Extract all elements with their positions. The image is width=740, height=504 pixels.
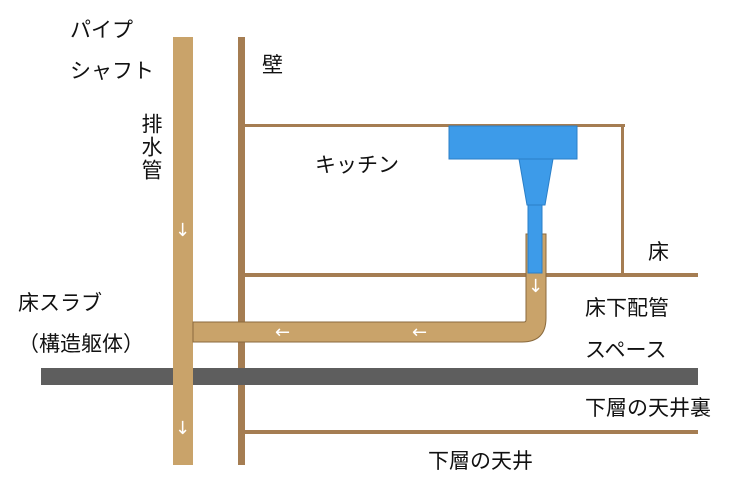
floor-line [245,273,698,277]
lower-ceiling-space-label: 下層の天井裏 [585,396,711,420]
kitchen-label: キッチン [315,153,399,177]
flow-arrow-down: ↓ [175,418,191,439]
floor-label: 床 [648,240,669,264]
wall-line [238,37,245,465]
pipe-shaft-label-line2: シャフト [70,59,154,83]
flow-arrow-down: ↓ [175,220,191,241]
flow-arrow-down: ↓ [528,276,544,297]
flow-arrow-left: ← [412,322,428,343]
kitchen-ceiling-line [245,124,625,127]
structure-label: （構造躯体） [18,332,144,356]
lower-ceiling-label: 下層の天井 [428,449,533,473]
lower-ceiling-line [245,430,698,434]
horizontal-branch-pipe [192,233,547,343]
floor-slab [41,368,698,385]
floor-slab-label: 床スラブ [18,291,102,315]
vertical-drain-pipe [173,37,193,465]
underfloor-space-label-line2: スペース [585,338,667,362]
wall-label: 壁 [262,53,283,77]
underfloor-space-label-line1: 床下配管 [585,296,669,320]
kitchen-right-wall-line [621,124,624,276]
flow-arrow-left: ← [275,322,291,343]
sink-drain-funnel [518,158,554,206]
sink-drain-pipe [527,204,543,274]
sink-basin [448,125,578,160]
pipe-shaft-label-line1: パイプ [70,18,133,42]
drain-pipe-label: 排水管 [139,113,163,182]
